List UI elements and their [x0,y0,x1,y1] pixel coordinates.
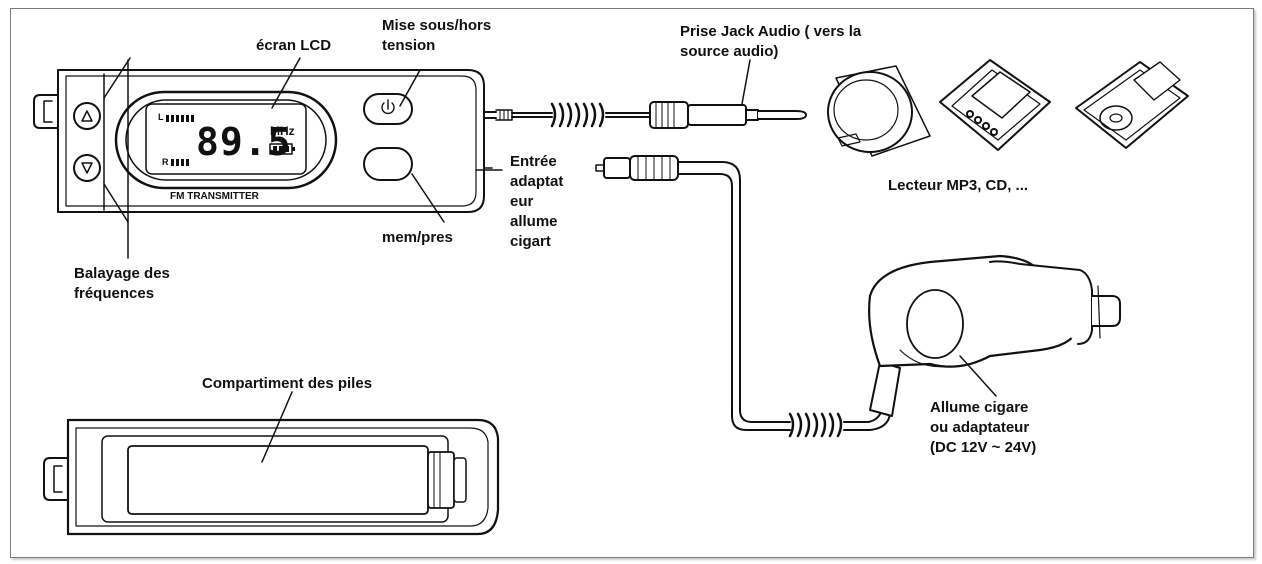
lcd-left-channel: L [158,112,164,122]
power-cable [595,155,891,438]
lcd-right-channel: R [162,157,169,167]
label-prise-jack: Prise Jack Audio ( vers la source audio) [680,23,862,60]
lcd-unit: MHz [270,124,295,138]
device-brand-text: FM TRANSMITTER [170,191,259,202]
fm-transmitter [33,69,497,213]
battery-compartment-drawing [43,418,500,536]
power-icon [381,99,395,115]
leader-lines [103,57,997,463]
label-compartiment: Compartiment des piles [202,375,373,392]
up-triangle-icon [81,110,93,122]
lcd-frequency: 89.5 [196,120,292,164]
down-triangle-icon [81,162,93,174]
label-mem-pres: mem/pres [382,229,453,246]
cd-player-drawing [827,65,931,157]
label-balayage: Balayage des fréquences [74,265,170,302]
ipod-drawing [1075,61,1189,149]
cigarette-adapter-drawing [868,254,1121,417]
label-lecteur: Lecteur MP3, CD, ... [888,177,1029,194]
label-mise-sous-tension: Mise sous/hors tension [382,17,492,54]
label-entree-adaptateur: Entrée adaptat eur allume cigart [510,153,564,250]
label-ecran-lcd: écran LCD [256,37,332,54]
mp3-player-drawing [939,59,1051,151]
label-allume-cigare: Allume cigare ou adaptateur (DC 12V ~ 24… [930,399,1037,456]
audio-cable [495,101,807,129]
